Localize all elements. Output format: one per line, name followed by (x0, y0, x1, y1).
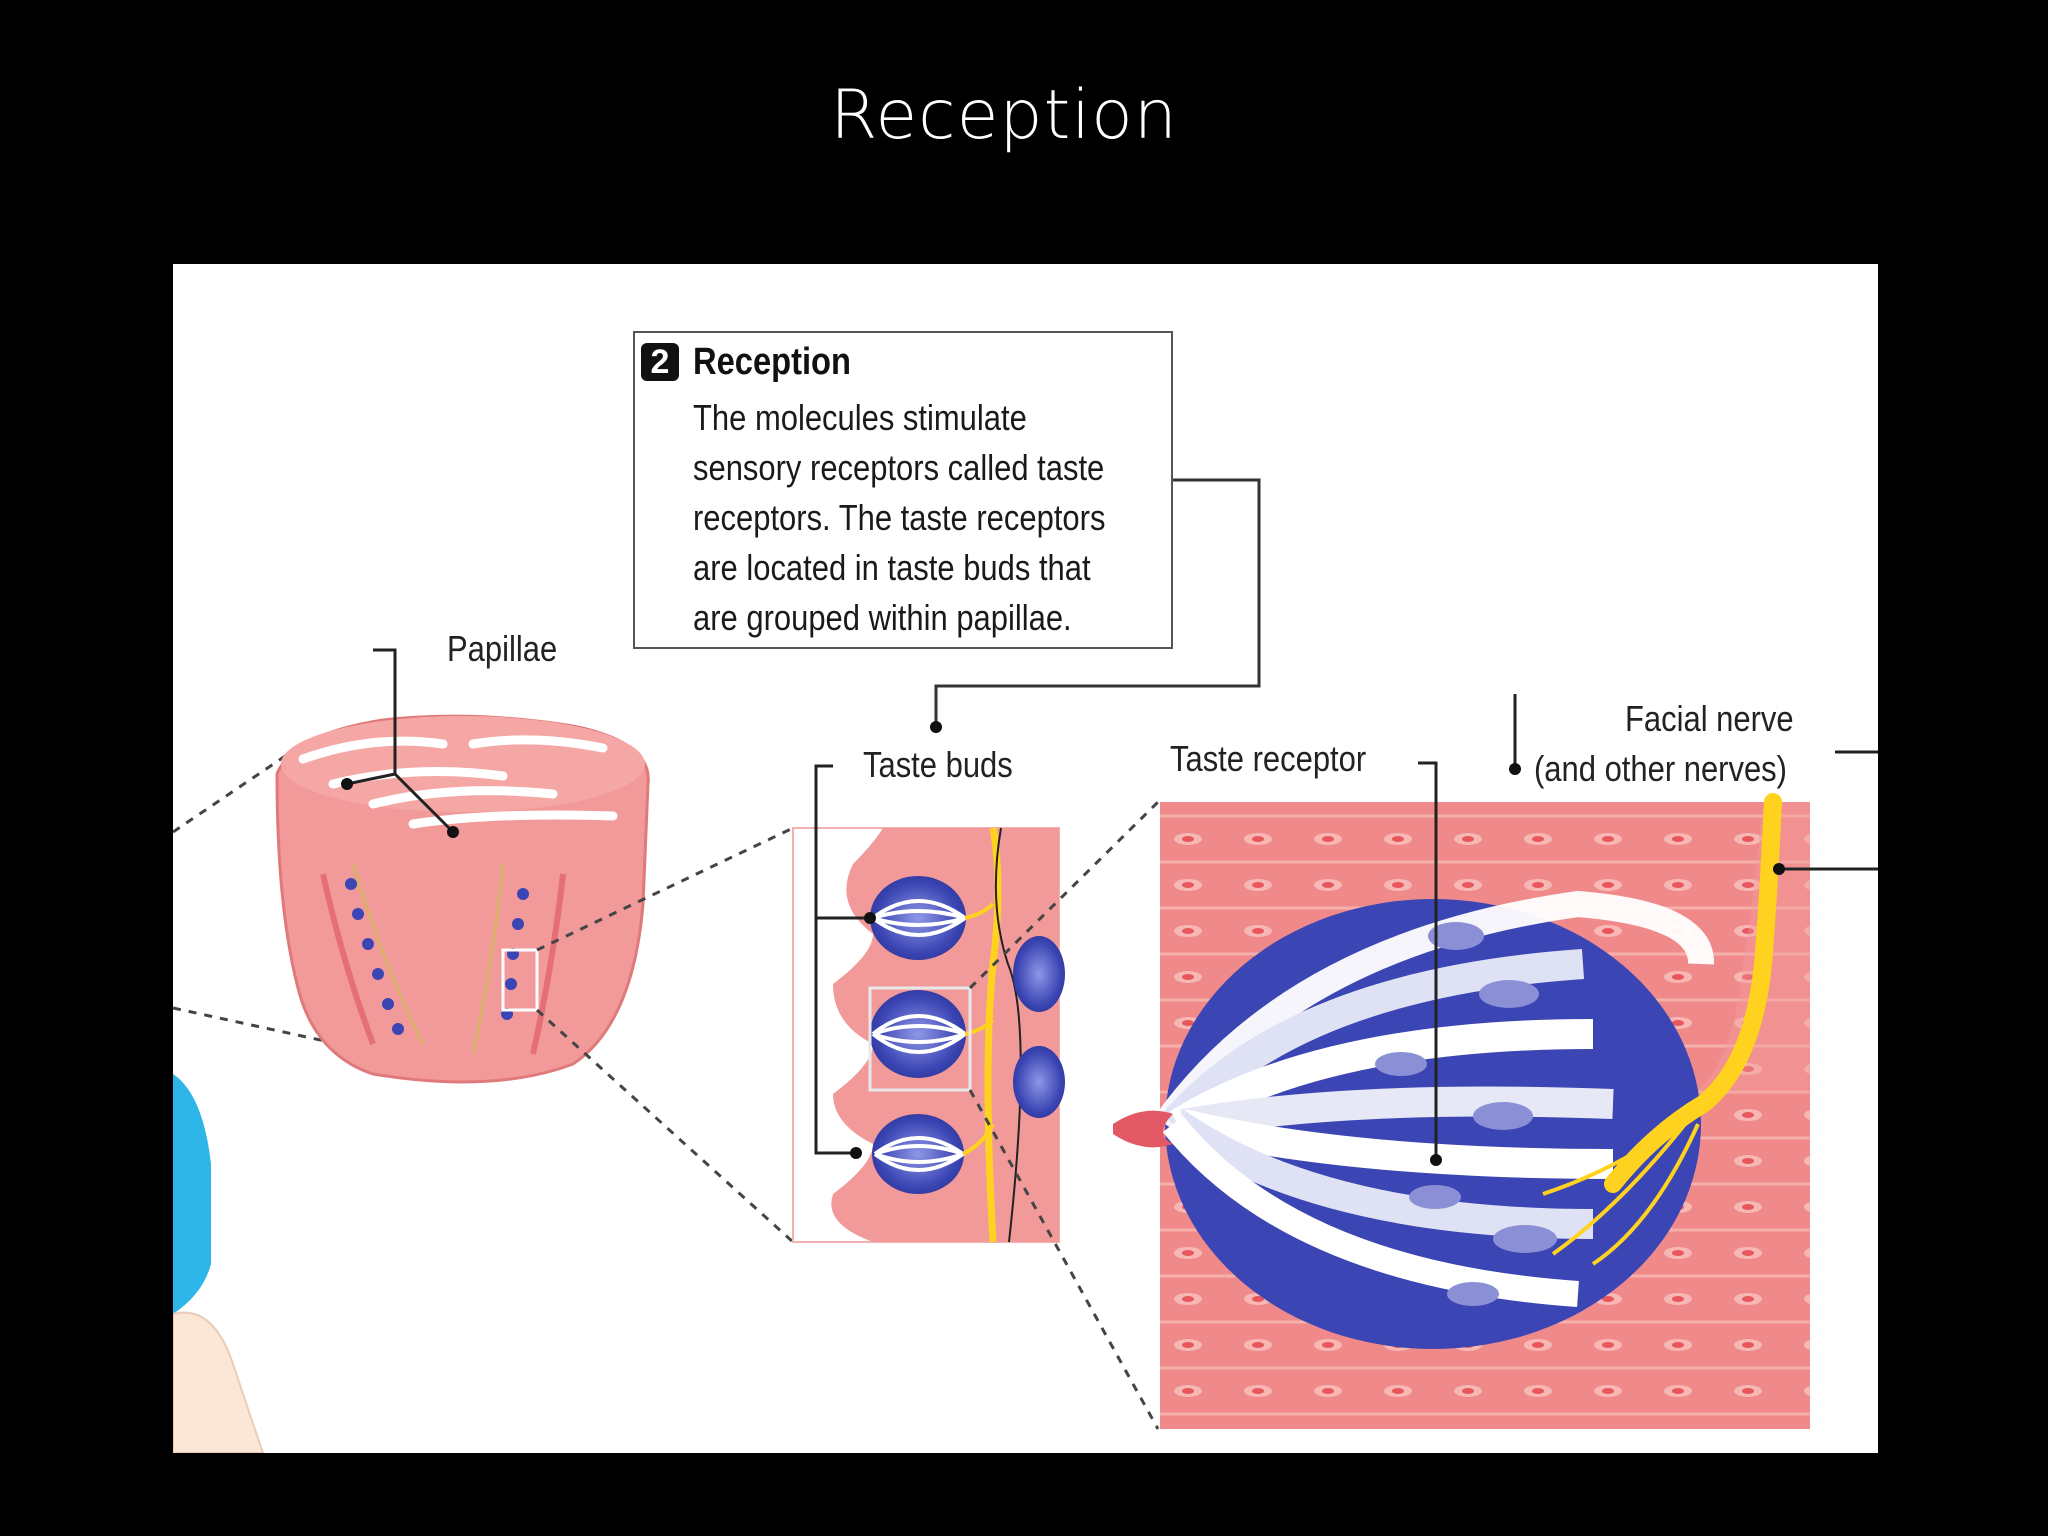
tongue-blue-shape (173, 1074, 211, 1314)
papillae-block (275, 714, 650, 1084)
face-skin-shape (173, 1311, 265, 1453)
taste-bud-1 (870, 876, 995, 960)
callout-line: sensory receptors called taste (693, 447, 1105, 488)
taste-receptor-panel (1113, 793, 1810, 1429)
taste-receptor-cell (1113, 890, 1714, 1349)
callout-line: receptors. The taste receptors (693, 497, 1106, 538)
label-taste-receptor: Taste receptor (1170, 738, 1367, 779)
label-other-nerves: (and other nerves) (1534, 748, 1787, 789)
label-taste-buds: Taste buds (863, 744, 1013, 785)
slide-title: Reception (830, 76, 1178, 155)
taste-diagram-svg (173, 478, 1878, 1453)
diagram-panel: 2 Reception The molecules stimulate sens… (173, 264, 1878, 1453)
label-papillae: Papillae (447, 628, 558, 669)
label-facial-nerve: Facial nerve (1625, 698, 1794, 739)
callout-title: Reception (693, 341, 851, 383)
callout-line: The molecules stimulate (693, 397, 1027, 438)
step-badge: 2 (641, 343, 679, 381)
taste-bud-3 (872, 1114, 995, 1194)
taste-bud-2 (870, 990, 995, 1078)
callout-line: are located in taste buds that (693, 547, 1091, 588)
callout-line: are grouped within papillae. (693, 597, 1072, 638)
callout-body: The molecules stimulate sensory receptor… (693, 393, 1157, 643)
taste-buds-panel (792, 827, 1065, 1243)
reception-callout: 2 Reception The molecules stimulate sens… (633, 331, 1173, 649)
